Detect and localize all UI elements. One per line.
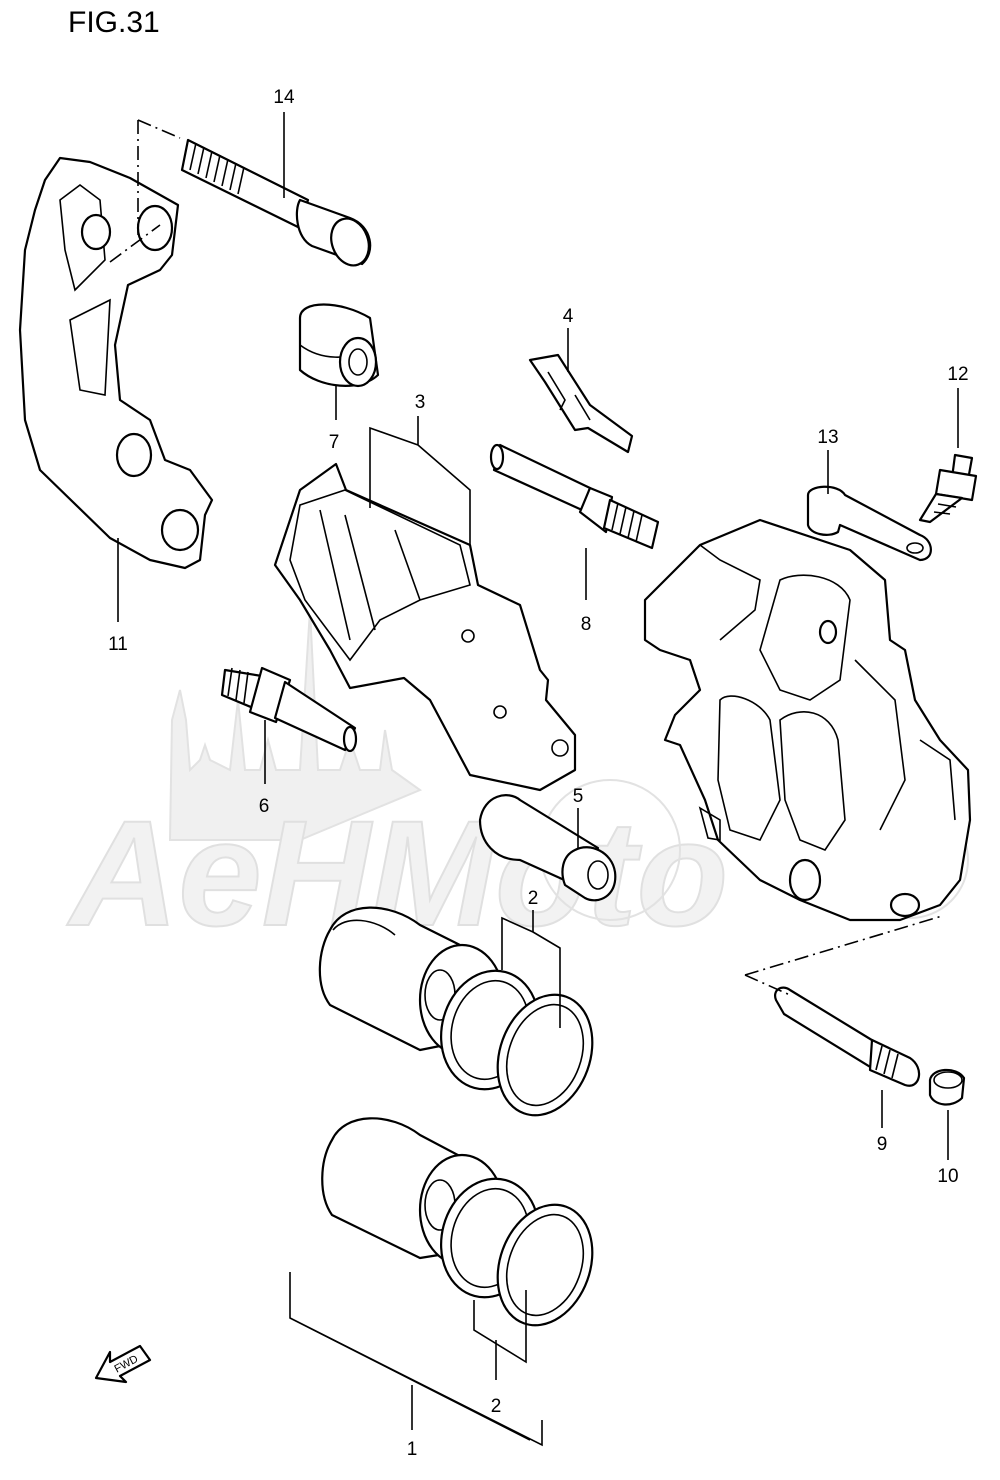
callout-2-lower[interactable]: 2 <box>491 1396 502 1417</box>
callout-2-upper[interactable]: 2 <box>528 888 539 909</box>
part-9-pin[interactable] <box>774 986 921 1087</box>
callout-6[interactable]: 6 <box>259 796 270 817</box>
part-10-cap[interactable] <box>928 1068 966 1106</box>
callout-13[interactable]: 13 <box>817 427 838 448</box>
figure-title: FIG.31 <box>68 6 160 39</box>
part-7-boot[interactable] <box>298 303 380 388</box>
callout-5[interactable]: 5 <box>573 786 584 807</box>
callout-4[interactable]: 4 <box>563 306 574 327</box>
callout-9[interactable]: 9 <box>877 1134 888 1155</box>
part-5-pin-bolt[interactable] <box>478 794 617 902</box>
callout-14[interactable]: 14 <box>273 87 295 108</box>
callout-11[interactable]: 11 <box>108 634 128 655</box>
callout-leaders <box>117 112 959 1447</box>
watermark: AeHMoto <box>65 609 969 958</box>
callout-1[interactable]: 1 <box>407 1439 418 1460</box>
caliper-body[interactable] <box>643 518 972 922</box>
callout-3[interactable]: 3 <box>415 392 426 413</box>
callout-10[interactable]: 10 <box>937 1166 958 1187</box>
fwd-arrow-icon: FWD <box>94 1344 152 1384</box>
callout-7[interactable]: 7 <box>329 432 340 453</box>
part-6-pin[interactable] <box>220 666 358 753</box>
assembly-lines <box>109 119 943 996</box>
part-8-pin[interactable] <box>489 443 660 550</box>
callout-numbers: 14 7 4 3 12 13 8 11 6 5 2 9 10 2 1 <box>108 87 968 1460</box>
callout-12[interactable]: 12 <box>947 364 968 385</box>
part-14-bolt[interactable] <box>180 138 375 271</box>
dust-seal-upper-piston[interactable] <box>482 981 609 1128</box>
part-3-brake-pads[interactable] <box>273 462 577 792</box>
part-12-bleeder-screw[interactable] <box>918 453 978 524</box>
dust-seal-lower-piston[interactable] <box>482 1191 609 1338</box>
part-11-bracket[interactable] <box>18 156 214 570</box>
callout-8[interactable]: 8 <box>581 614 592 635</box>
part-4-spring[interactable] <box>528 353 634 454</box>
